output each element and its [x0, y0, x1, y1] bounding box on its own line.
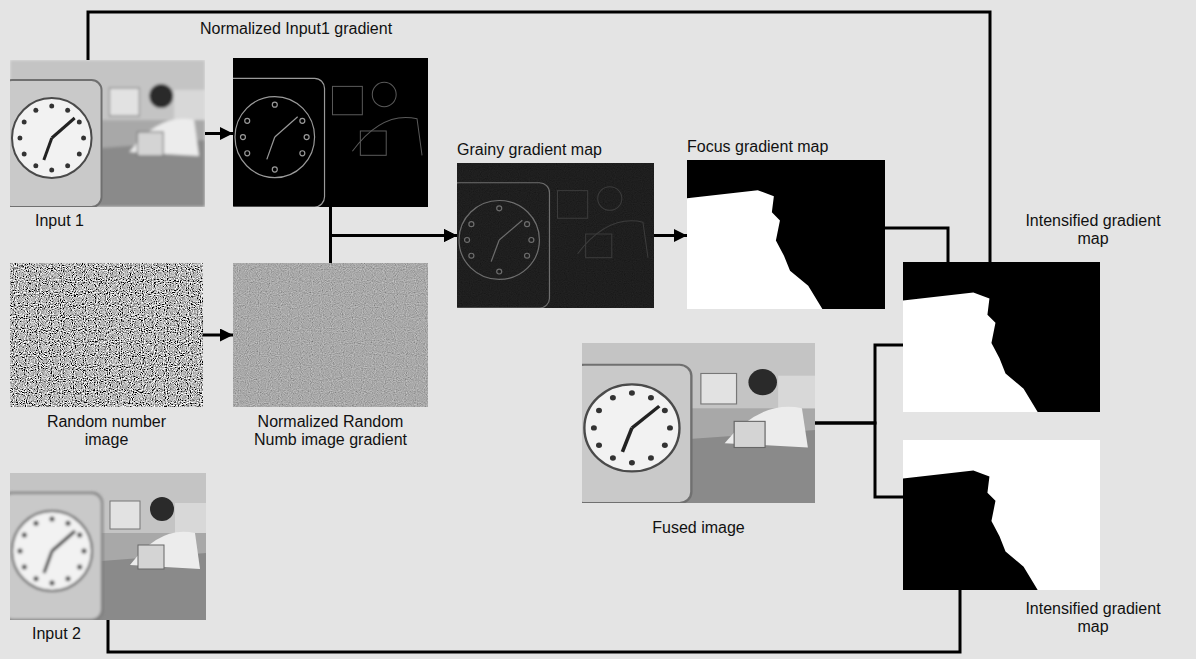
image-caption: Normalized Random Numb image gradient	[251, 413, 411, 449]
gradient-image	[225, 58, 428, 207]
flow-connector	[205, 132, 233, 135]
image-panel: Intensified gradient map	[903, 262, 1100, 412]
image-panel: Input 1	[10, 60, 205, 207]
image-caption: Normalized Input1 gradient	[200, 20, 392, 38]
image-caption: Fused image	[582, 519, 815, 537]
flow-connector	[331, 236, 458, 264]
image-panel: Fused image	[582, 343, 815, 503]
image-caption: Grainy gradient map	[457, 141, 602, 159]
image-panel: Intensified gradient map	[903, 440, 1100, 590]
image-caption: Intensified gradient map	[1013, 212, 1173, 248]
grainy-map	[449, 163, 654, 308]
flow-connector	[885, 228, 948, 262]
image-caption: Random number image	[42, 413, 172, 449]
image-panel: Normalized Input1 gradient	[233, 58, 428, 207]
focus-mask	[903, 440, 1100, 590]
flow-connector	[331, 207, 458, 236]
flow-connector	[654, 234, 687, 237]
focus-mask	[687, 160, 885, 309]
image-panel: Random number image	[10, 263, 203, 407]
image-caption: Input 2	[32, 625, 81, 643]
flow-connector	[815, 345, 903, 423]
flow-connector	[108, 590, 960, 652]
input-photo	[2, 60, 205, 207]
image-panel: Focus gradient map	[687, 160, 885, 309]
flow-connector	[815, 423, 903, 497]
image-caption: Focus gradient map	[687, 138, 828, 156]
image-panel: Normalized Random Numb image gradient	[233, 263, 428, 407]
fused-photo	[572, 343, 815, 503]
image-panel: Grainy gradient map	[457, 163, 654, 308]
noise-gradient-image	[233, 263, 428, 407]
image-caption: Input 1	[35, 212, 84, 230]
flow-connector	[203, 334, 233, 337]
image-panel: Input 2	[10, 473, 206, 620]
image-caption: Intensified gradient map	[1013, 600, 1173, 636]
focus-mask	[903, 262, 1100, 412]
flow-connector	[88, 12, 990, 262]
input-photo	[2, 473, 206, 620]
noise-image	[10, 263, 203, 407]
